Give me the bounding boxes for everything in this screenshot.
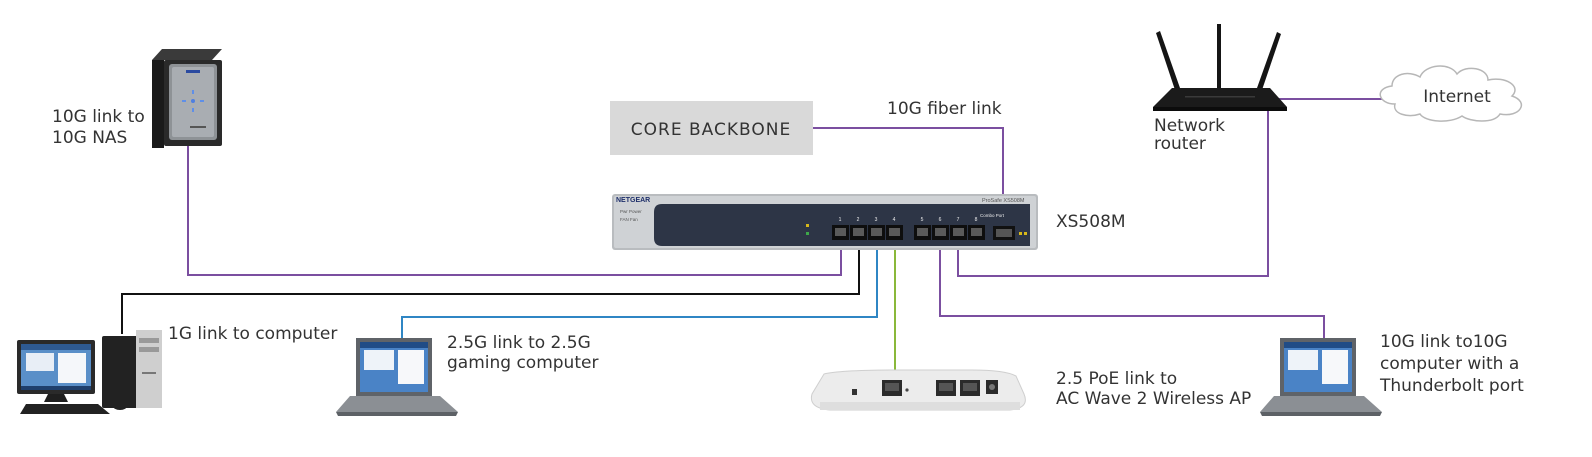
nas-link-line [187, 146, 842, 276]
core-backbone-box [610, 101, 813, 155]
router-label-line2: router [1154, 134, 1206, 154]
thunderbolt-label-line3: Thunderbolt port [1379, 376, 1524, 396]
rj45-port-contacts [889, 228, 900, 236]
port-number-label: 3 [875, 217, 878, 223]
port-number-label: 4 [893, 217, 896, 223]
nas-label-line1: 10G link to [52, 107, 145, 127]
laptop-icon [1260, 338, 1382, 416]
nas-device-icon [152, 49, 222, 148]
router-label-line1: Network [1154, 116, 1225, 136]
rj45-port-contacts [871, 228, 882, 236]
rj45-port-contacts [853, 228, 864, 236]
port-number-label: 5 [921, 217, 924, 223]
thunderbolt-label-line2: computer with a [1380, 354, 1519, 374]
rj45-port-contacts [835, 228, 846, 236]
ap-label-line1: 2.5 PoE link to [1056, 369, 1177, 389]
cloud-icon [1379, 65, 1523, 122]
wireless-access-point-icon [810, 369, 1026, 411]
thunderbolt-link-line [939, 233, 1325, 338]
port-number-label: 2 [857, 217, 860, 223]
port-number-label: 6 [939, 217, 942, 223]
status-led [806, 224, 809, 227]
rj45-port-contacts [971, 228, 982, 236]
status-led [1019, 232, 1022, 235]
router-link-line [957, 110, 1269, 277]
switch-ports: 1 2 3 4 5 6 7 8 [832, 217, 985, 240]
switch-model-label: XS508M [1056, 212, 1126, 232]
rj45-port-contacts [935, 228, 946, 236]
port-number-label: 1 [839, 217, 842, 223]
connection-lines [121, 98, 1395, 370]
port-number-label: 7 [957, 217, 960, 223]
switch-led-power: Pwr Power [620, 209, 642, 214]
switch-combo-label: Combo Port [980, 213, 1005, 218]
switch-series: ProSafe XS508M [982, 198, 1025, 204]
switch-brand: NETGEAR [616, 197, 650, 204]
status-led [1024, 232, 1027, 235]
switch-led-fan: FAN Fan [620, 217, 638, 222]
fiber-link-label: 10G fiber link [887, 99, 1002, 119]
laptop-icon [336, 338, 458, 416]
rj45-port-contacts [953, 228, 964, 236]
ap-label-line2: AC Wave 2 Wireless AP [1056, 389, 1251, 409]
internet-label: Internet [1423, 87, 1491, 107]
computer-label: 1G link to computer [168, 324, 337, 344]
port-number-label: 8 [975, 217, 978, 223]
desktop-computer-icon [17, 330, 162, 414]
rj45-port-contacts [917, 228, 928, 236]
switch-device: NETGEAR ProSafe XS508M Pwr Power FAN Fan… [612, 194, 1038, 250]
status-led [806, 232, 809, 235]
thunderbolt-label-line1: 10G link to10G [1380, 332, 1508, 352]
computer-link-line [121, 233, 860, 334]
nas-label-line2: 10G NAS [52, 128, 127, 148]
gaming-label-line2: gaming computer [447, 353, 598, 373]
core-backbone-label: CORE BACKBONE [631, 120, 791, 140]
gaming-link-line [401, 233, 878, 338]
wireless-router-icon [1153, 24, 1287, 111]
gaming-label-line1: 2.5G link to 2.5G [447, 333, 591, 353]
